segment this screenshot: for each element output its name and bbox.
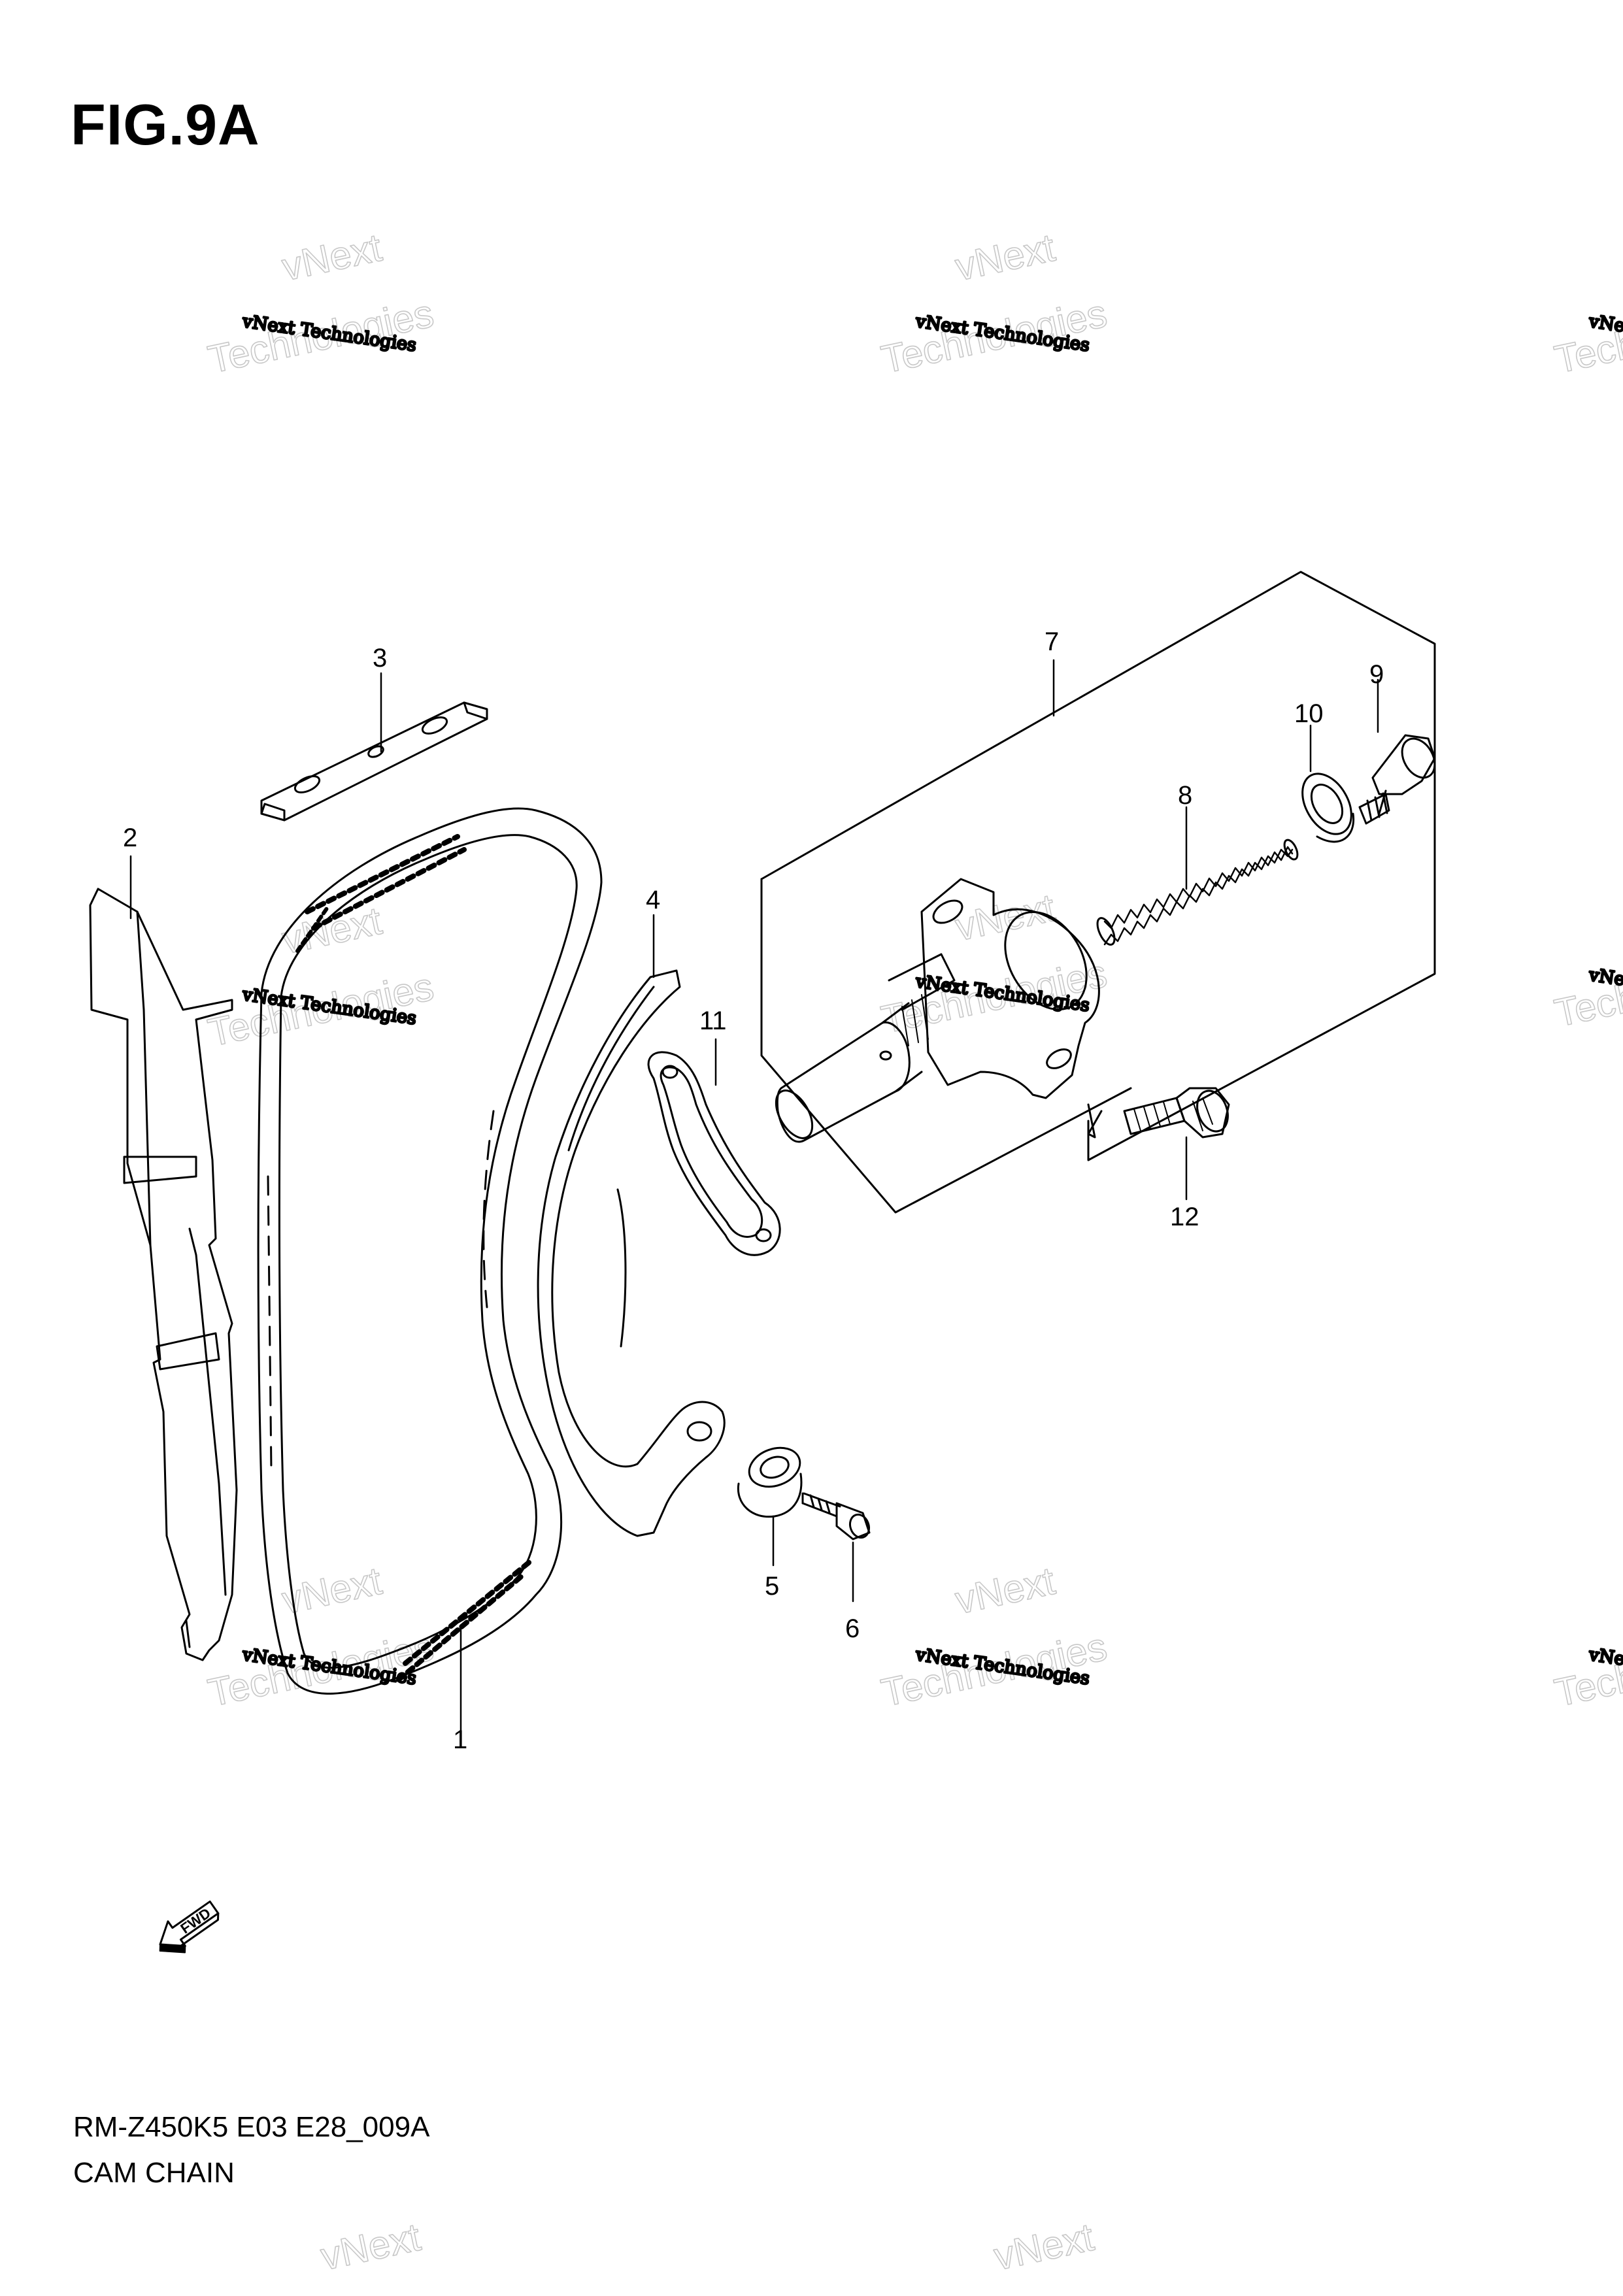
watermark: Technologies vNext Technologies	[1550, 1624, 1623, 1716]
callout-8: 8	[1178, 781, 1192, 810]
part-tensioner-adjuster-assy	[760, 571, 1436, 1214]
watermark-big-line-1: vNext	[990, 2215, 1097, 2278]
callout-12: 12	[1170, 1203, 1199, 1231]
section-name: CAM CHAIN	[73, 2157, 235, 2189]
watermark: Technologies vNext Technologies	[1550, 291, 1623, 382]
callout-2: 2	[123, 824, 137, 852]
part-adjuster-gasket	[647, 1051, 781, 1256]
watermark: vNext	[316, 2214, 425, 2279]
callout-11: 11	[699, 1007, 727, 1035]
callout-3: 3	[373, 644, 387, 673]
callout-7: 7	[1045, 627, 1059, 656]
callout-10: 10	[1294, 699, 1324, 728]
part-tensioner-bolt	[801, 1492, 871, 1540]
callout-1: 1	[453, 1725, 467, 1754]
figure-title: FIG.9A	[71, 92, 260, 157]
callout-labels: 1 2 3 4 5 6 7 8 9 10 11 12	[123, 627, 1384, 1754]
model-code: RM-Z450K5 E03 E28_009A	[73, 2111, 430, 2143]
watermark-big-line-1: vNext	[952, 1559, 1059, 1622]
leader-lines	[129, 659, 1379, 1733]
callout-4: 4	[646, 886, 660, 914]
fwd-arrow: FWD	[159, 1900, 220, 1954]
part-cam-chain-guide	[89, 888, 238, 1661]
watermark: Technologies vNext Technologies	[1550, 944, 1623, 1036]
watermark: vNext Technologies vNext Technologies	[877, 1558, 1111, 1716]
part-adjuster-spring	[1096, 839, 1299, 946]
watermark-big-line-2: Technologies	[1551, 1625, 1623, 1715]
part-cam-chain-tensioner	[537, 969, 726, 1537]
part-adjuster-cap-bolt	[1358, 734, 1436, 825]
watermark-big-line-2: Technologies	[1551, 945, 1623, 1035]
callout-9: 9	[1369, 660, 1384, 689]
watermark-big-line-1: vNext	[278, 225, 386, 289]
watermark-big-line-2: Technologies	[1551, 291, 1623, 382]
watermark: vNext	[990, 2214, 1098, 2279]
callout-6: 6	[845, 1614, 860, 1643]
watermark: vNext Technologies vNext Technologies	[204, 898, 438, 1056]
part-adjuster-mounting-bolt	[1123, 1087, 1230, 1139]
callout-5: 5	[765, 1572, 779, 1601]
part-cam-chain-guide-upper	[260, 701, 488, 822]
watermark-big-line-1: vNext	[317, 2215, 424, 2278]
chain-links-upper	[295, 834, 467, 953]
watermark-big-line-1: vNext	[952, 225, 1059, 289]
watermark-big-line-1: vNext	[278, 899, 386, 962]
watermark: vNext Technologies vNext Technologies	[877, 225, 1111, 382]
part-gasket-washer	[1301, 773, 1355, 843]
watermark: vNext Technologies vNext Technologies	[204, 1558, 438, 1716]
watermark: vNext Technologies vNext Technologies	[204, 225, 438, 382]
part-tensioner-bush	[737, 1446, 803, 1518]
watermark-group: vNext Technologies vNext Technologies vN…	[204, 225, 1623, 2279]
